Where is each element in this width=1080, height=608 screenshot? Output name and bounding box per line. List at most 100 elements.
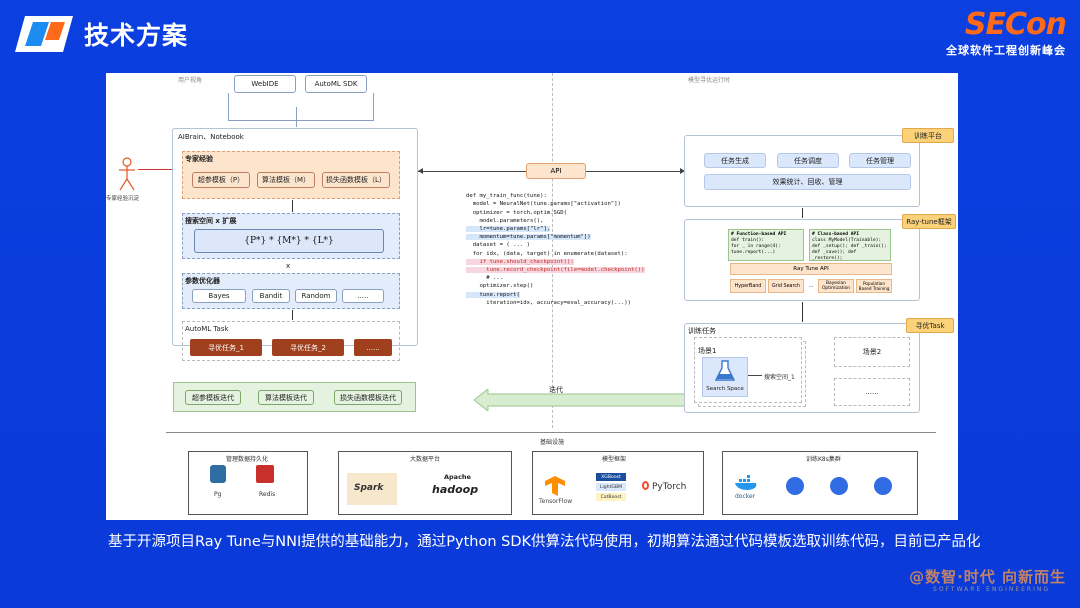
catboost-label: CatBoost: [596, 493, 626, 501]
brand-subtitle: 全球软件工程创新峰会: [946, 44, 1066, 57]
runtime-view-label: 模型寻优运行时: [688, 77, 731, 84]
watermark-subtitle: SOFTWARE ENGINEERING: [933, 586, 1050, 593]
infra-group-title: 训练K8s集群: [806, 456, 841, 463]
webide-box: WebIDE: [234, 75, 296, 93]
optimizer-bayes: Bayes: [192, 289, 246, 303]
spark-logo: [347, 473, 397, 505]
optimizer-bandit: Bandit: [252, 289, 290, 303]
code-block: def my_train_func(tune): model = NeuralN…: [466, 184, 645, 307]
expert-item-l: 损失函数模板（L）: [322, 172, 390, 188]
api-box: API: [526, 163, 586, 179]
slide-logo-icon: [15, 16, 73, 52]
slide-title: 技术方案: [84, 21, 189, 50]
search-space-title: 搜索空间 x 扩展: [185, 217, 237, 225]
train-platform-panel: [684, 135, 920, 207]
code-line: tune.record_checkpoint(file=model.checkp…: [466, 267, 645, 274]
arrow-expert-search: [292, 200, 293, 212]
docker-icon: [735, 475, 757, 490]
api-line-left: [418, 171, 526, 172]
api-arrow-left-icon: [418, 168, 423, 174]
k8s-pod-icon: [830, 477, 848, 495]
watermark: @数智·时代 向新而生: [909, 568, 1066, 586]
class-api-line: # Class-based API: [812, 232, 860, 237]
mysql-icon: [210, 465, 226, 483]
algo-hyperband: HyperBand: [730, 279, 766, 293]
space-arrow: [748, 375, 762, 376]
brand-logo: SECon 全球软件工程创新峰会: [946, 7, 1067, 58]
arrow-raytune-task: [802, 302, 803, 322]
scene2-label: 场景2: [862, 348, 882, 356]
arrow-optimizer-task: [292, 310, 293, 320]
search-space-1-label: 搜索空间_1: [764, 374, 795, 381]
scene2-box: [834, 337, 910, 367]
code-line: lr=tune.params["lr"],: [466, 226, 551, 233]
api-arrow-right-icon: [680, 168, 685, 174]
algo-bayesian: Bayesian Optimization: [818, 279, 854, 293]
function-api-line: tune.report(...): [731, 250, 776, 255]
raytune-tag: Ray-tune框架: [902, 214, 956, 229]
infra-group-title: 模型框架: [602, 456, 627, 463]
xgboost-label: XGBoost: [596, 473, 626, 481]
iterate-m: 算法模板迭代: [258, 390, 314, 405]
task-1: 寻优任务_1: [190, 339, 262, 356]
expert-panel-title: 专家经验: [185, 155, 213, 163]
train-task-title: 训练任务: [688, 327, 716, 335]
task-schedule: 任务调度: [777, 153, 839, 168]
code-line: model = NeuralNet(tune.params["activatio…: [466, 201, 621, 208]
spark-label: Spark: [354, 483, 384, 493]
code-line: # ...: [466, 275, 504, 282]
expert-item-m: 算法模板（M）: [257, 172, 315, 188]
automl-sdk-box: AutoML SDK: [305, 75, 367, 93]
infra-item-pg: Pg: [214, 491, 222, 498]
infra-group-storage: [188, 451, 308, 515]
pytorch-label: PyTorch: [652, 482, 687, 492]
user-view-label: 用户视角: [178, 77, 203, 84]
code-line: def my_train_func(tune):: [466, 193, 547, 200]
class-api-line: def _save(); def _restore();: [812, 250, 857, 261]
search-space-card-label: Search Space: [706, 386, 744, 392]
notebook-label: AIBrain、Notebook: [178, 133, 244, 141]
optimize-task-tag: 寻优Task: [906, 318, 954, 333]
expert-item-p: 超参模板（P）: [192, 172, 250, 188]
arrow-platform-raytune: [802, 208, 803, 218]
code-line: tune.report(: [466, 291, 520, 298]
search-space-formula: {P*} * {M*} * {L*}: [194, 229, 384, 253]
view-divider: [552, 73, 553, 428]
automl-task-panel: [182, 321, 400, 361]
infra-divider: [166, 432, 936, 433]
optimizer-more: .....: [342, 289, 384, 303]
task-generate: 任务生成: [704, 153, 766, 168]
tensorflow-label: TensorFlow: [539, 498, 573, 505]
class-api-line: class MyModel(Trainable):: [812, 238, 882, 243]
code-line: for idx, (data, target) in enumerate(dat…: [466, 250, 628, 257]
docker-label: docker: [735, 493, 756, 500]
slide-caption: 基于开源项目Ray Tune与NNI提供的基础能力，通过Python SDK供算…: [108, 534, 981, 550]
lightgbm-label: LightGBM: [596, 483, 626, 491]
redis-icon: [256, 465, 274, 483]
apache-label: Apache: [444, 473, 471, 481]
train-platform-tag: 训练平台: [902, 128, 954, 143]
actor-arrow: [138, 169, 182, 170]
times-sign: x: [286, 262, 291, 270]
brand-name: SECon: [964, 7, 1067, 42]
stats-bar: 效果统计、回收、管理: [704, 174, 911, 190]
hadoop-label: hadoop: [432, 483, 479, 496]
class-api-box: # Class-based API class MyModel(Trainabl…: [809, 229, 891, 261]
function-api-box: # Function-based API def train(): for _ …: [728, 229, 804, 261]
scene-more-label: ......: [865, 388, 879, 396]
code-line: momentum=tune.params["momentum"]): [466, 234, 591, 241]
code-line: iteration=idx, accuracy=eval_accuracy(..…: [466, 299, 632, 306]
infra-group-title: 管理数据持久化: [226, 456, 269, 463]
iterate-l: 损失函数模板迭代: [334, 390, 402, 405]
pytorch-icon: [642, 481, 649, 490]
flask-icon: [715, 360, 735, 381]
tensorflow-icon: [545, 476, 565, 496]
task-more: ......: [354, 339, 392, 356]
optimizer-random: Random: [295, 289, 337, 303]
infra-item-redis: Redis: [259, 491, 276, 498]
code-line: if tune.should_checkpoint():: [466, 258, 574, 265]
expert-actor-label: 专家经验沉淀: [106, 196, 140, 202]
code-line: model.parameters(),: [466, 217, 544, 224]
scene-more-box: [834, 378, 910, 406]
